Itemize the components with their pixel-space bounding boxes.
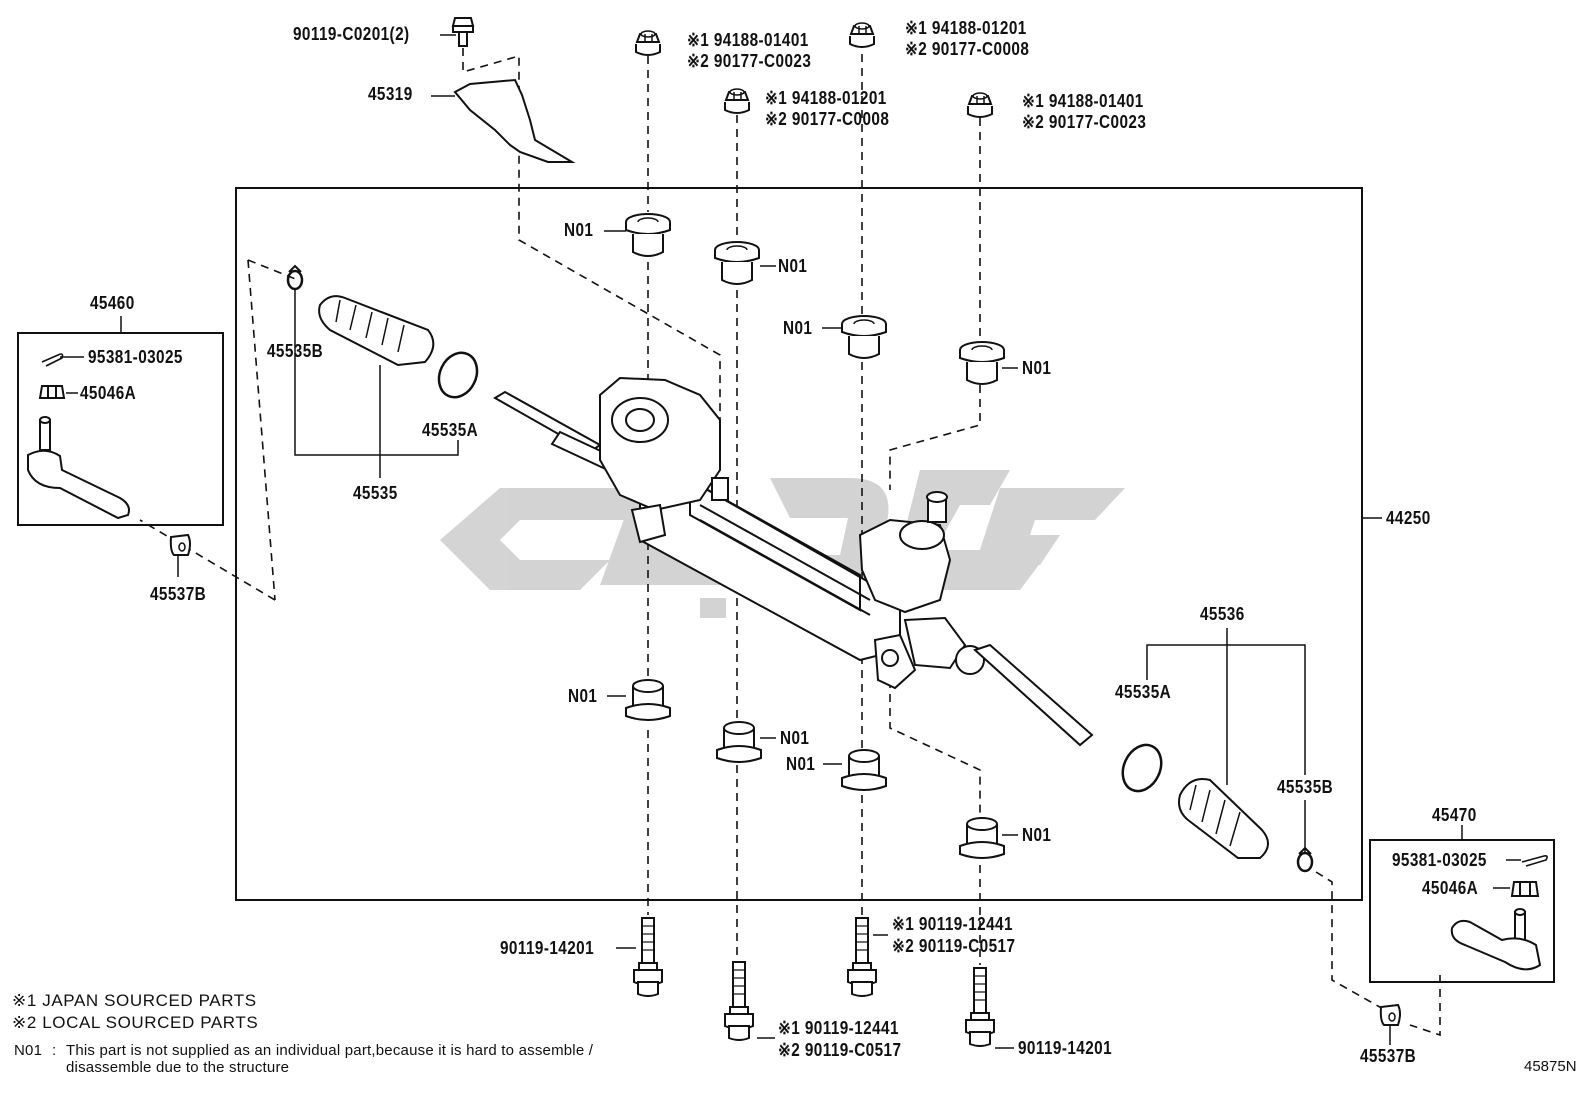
legend-colon: : — [52, 1042, 57, 1059]
part-label: ※2 90177-C0023 — [687, 51, 812, 71]
part-label: 90119-14201 — [1018, 1038, 1113, 1058]
part-label: ※2 90119-C0517 — [892, 936, 1016, 956]
part-label: 95381-03025 — [88, 347, 183, 367]
part-label: ※1 94188-01201 — [905, 18, 1027, 38]
bushing-label: N01 — [786, 754, 816, 774]
part-label: ※1 90119-12441 — [892, 914, 1013, 934]
bushing-label: N01 — [1022, 825, 1052, 845]
part-label: ※2 90177-C0023 — [1022, 112, 1147, 132]
bushing-label: N01 — [783, 318, 813, 338]
bolt-icon — [847, 917, 877, 997]
part-label: 45536 — [1200, 604, 1245, 624]
assembly-frame — [235, 187, 1363, 901]
part-label: 95381-03025 — [1392, 850, 1487, 870]
steering-rack-icon — [493, 376, 1094, 747]
part-label: 45460 — [90, 293, 135, 313]
part-label: 45535 — [353, 483, 398, 503]
assembly-label: 44250 — [1386, 508, 1431, 528]
castle-nut-icon — [38, 385, 66, 399]
bushing-label: N01 — [568, 686, 598, 706]
part-label: 45535A — [422, 420, 479, 440]
castle-nut-icon — [1510, 881, 1540, 897]
nut-icon — [849, 22, 875, 48]
bolt-icon — [724, 961, 754, 1041]
bushing-label: N01 — [780, 728, 810, 748]
cotter-pin-icon — [1521, 855, 1548, 867]
part-label: ※2 90177-C0008 — [905, 39, 1030, 59]
part-label: ※1 90119-12441 — [778, 1018, 899, 1038]
clamp-ring-icon — [1121, 743, 1163, 793]
bushing-icon — [714, 241, 760, 285]
bushing-label: N01 — [778, 256, 808, 276]
nut-icon — [724, 88, 750, 114]
part-label: ※2 90177-C0008 — [765, 109, 890, 129]
nut-icon — [635, 30, 661, 56]
dust-cover-icon — [1379, 1004, 1401, 1026]
legend-text: This part is not supplied as an individu… — [66, 1042, 594, 1059]
legend-note: ※2 LOCAL SOURCED PARTS — [12, 1013, 259, 1032]
bracket-icon — [453, 78, 576, 163]
dust-cover-icon — [169, 534, 191, 556]
bushing-icon — [959, 341, 1005, 385]
bushing-label: N01 — [564, 220, 594, 240]
part-label: 45046A — [1422, 878, 1479, 898]
part-label: 45470 — [1432, 805, 1477, 825]
tie-rod-end-icon — [1450, 908, 1542, 971]
part-label: 45535B — [1277, 777, 1334, 797]
part-label: 45535A — [1115, 682, 1172, 702]
tie-rod-end-icon — [27, 416, 130, 520]
part-label: 45046A — [80, 383, 137, 403]
legend-note: ※1 JAPAN SOURCED PARTS — [12, 991, 257, 1010]
part-label: 45319 — [368, 84, 413, 104]
bushing-label: N01 — [1022, 358, 1052, 378]
part-label: 90119-C0201(2) — [293, 24, 410, 44]
part-label: 90119-14201 — [500, 938, 595, 958]
part-label: ※1 94188-01201 — [765, 88, 887, 108]
bolt-icon — [965, 967, 995, 1047]
part-label: 45537B — [150, 584, 207, 604]
part-label: 45535B — [267, 341, 324, 361]
left-boot-icon — [318, 295, 435, 367]
bushing-icon — [625, 679, 671, 721]
part-label: ※1 94188-01401 — [1022, 91, 1144, 111]
clamp-ring-icon — [437, 351, 479, 399]
cotter-pin-icon — [41, 353, 64, 367]
bushing-icon — [716, 721, 762, 763]
diagram-code: 45875N — [1524, 1058, 1577, 1075]
right-boot-icon — [1178, 778, 1269, 859]
top-bolt-icon — [451, 17, 475, 47]
part-label: ※1 94188-01401 — [687, 30, 809, 50]
part-label: ※2 90119-C0517 — [778, 1040, 902, 1060]
part-label: 45537B — [1360, 1046, 1417, 1066]
bushing-icon — [841, 315, 887, 359]
legend-key: N01 — [14, 1042, 43, 1059]
bushing-icon — [625, 213, 671, 257]
legend-text: disassemble due to the structure — [66, 1059, 290, 1076]
bolt-icon — [633, 917, 663, 997]
bushing-icon — [959, 817, 1005, 859]
nut-icon — [967, 92, 993, 118]
bushing-icon — [841, 749, 887, 791]
